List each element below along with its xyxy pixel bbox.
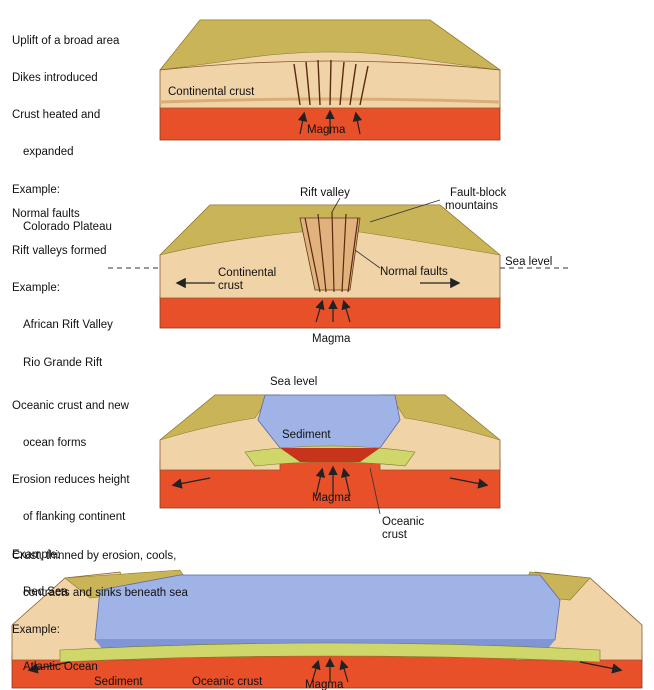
caption-line: Atlantic Ocean bbox=[12, 661, 188, 673]
caption-line: contracts and sinks beneath sea bbox=[12, 587, 188, 599]
caption-line: Oceanic crust and new bbox=[12, 400, 130, 412]
caption-line: Dikes introduced bbox=[12, 72, 119, 84]
caption-line: Crust, thinned by erosion, cools, bbox=[12, 550, 188, 562]
magma-label-1: Magma bbox=[307, 124, 346, 136]
fault-block-label-1: Fault-block bbox=[450, 187, 506, 199]
magma-label-4: Magma bbox=[305, 679, 344, 690]
caption-line: ocean forms bbox=[12, 437, 130, 449]
magma-label-3: Magma bbox=[312, 492, 351, 504]
sediment-label-3: Sediment bbox=[282, 429, 331, 441]
caption-line: Example: bbox=[12, 624, 188, 636]
caption-line: Rio Grande Rift bbox=[12, 357, 113, 369]
caption-line: expanded bbox=[12, 146, 119, 158]
caption-line: of flanking continent bbox=[12, 511, 130, 523]
caption-line: Normal faults bbox=[12, 208, 113, 220]
continental-crust-label-2a: Continental bbox=[218, 267, 276, 279]
caption-line: Example: bbox=[12, 282, 113, 294]
stage-4-caption: Crust, thinned by erosion, cools, contra… bbox=[12, 525, 188, 686]
oceanic-crust-label-3b: crust bbox=[382, 529, 408, 541]
caption-line: Uplift of a broad area bbox=[12, 35, 119, 47]
rift-valley-label: Rift valley bbox=[300, 187, 350, 199]
stage-2-block bbox=[108, 198, 570, 328]
fault-block-label-2: mountains bbox=[445, 200, 498, 212]
magma-label-2: Magma bbox=[312, 333, 351, 345]
oceanic-crust-label-4: Oceanic crust bbox=[192, 676, 263, 688]
sea-level-label-2: Sea level bbox=[505, 256, 552, 268]
caption-line: African Rift Valley bbox=[12, 319, 113, 331]
caption-line: Rift valleys formed bbox=[12, 245, 113, 257]
stage-2-caption: Normal faults Rift valleys formed Exampl… bbox=[12, 183, 113, 382]
continental-crust-label-1: Continental crust bbox=[168, 86, 255, 98]
oceanic-crust-label-3a: Oceanic bbox=[382, 516, 424, 528]
caption-line: Crust heated and bbox=[12, 109, 119, 121]
caption-line: Erosion reduces height bbox=[12, 474, 130, 486]
normal-faults-label: Normal faults bbox=[380, 266, 448, 278]
sea-level-label-3: Sea level bbox=[270, 376, 317, 388]
stage-1-block bbox=[160, 20, 500, 140]
continental-crust-label-2b: crust bbox=[218, 280, 244, 292]
